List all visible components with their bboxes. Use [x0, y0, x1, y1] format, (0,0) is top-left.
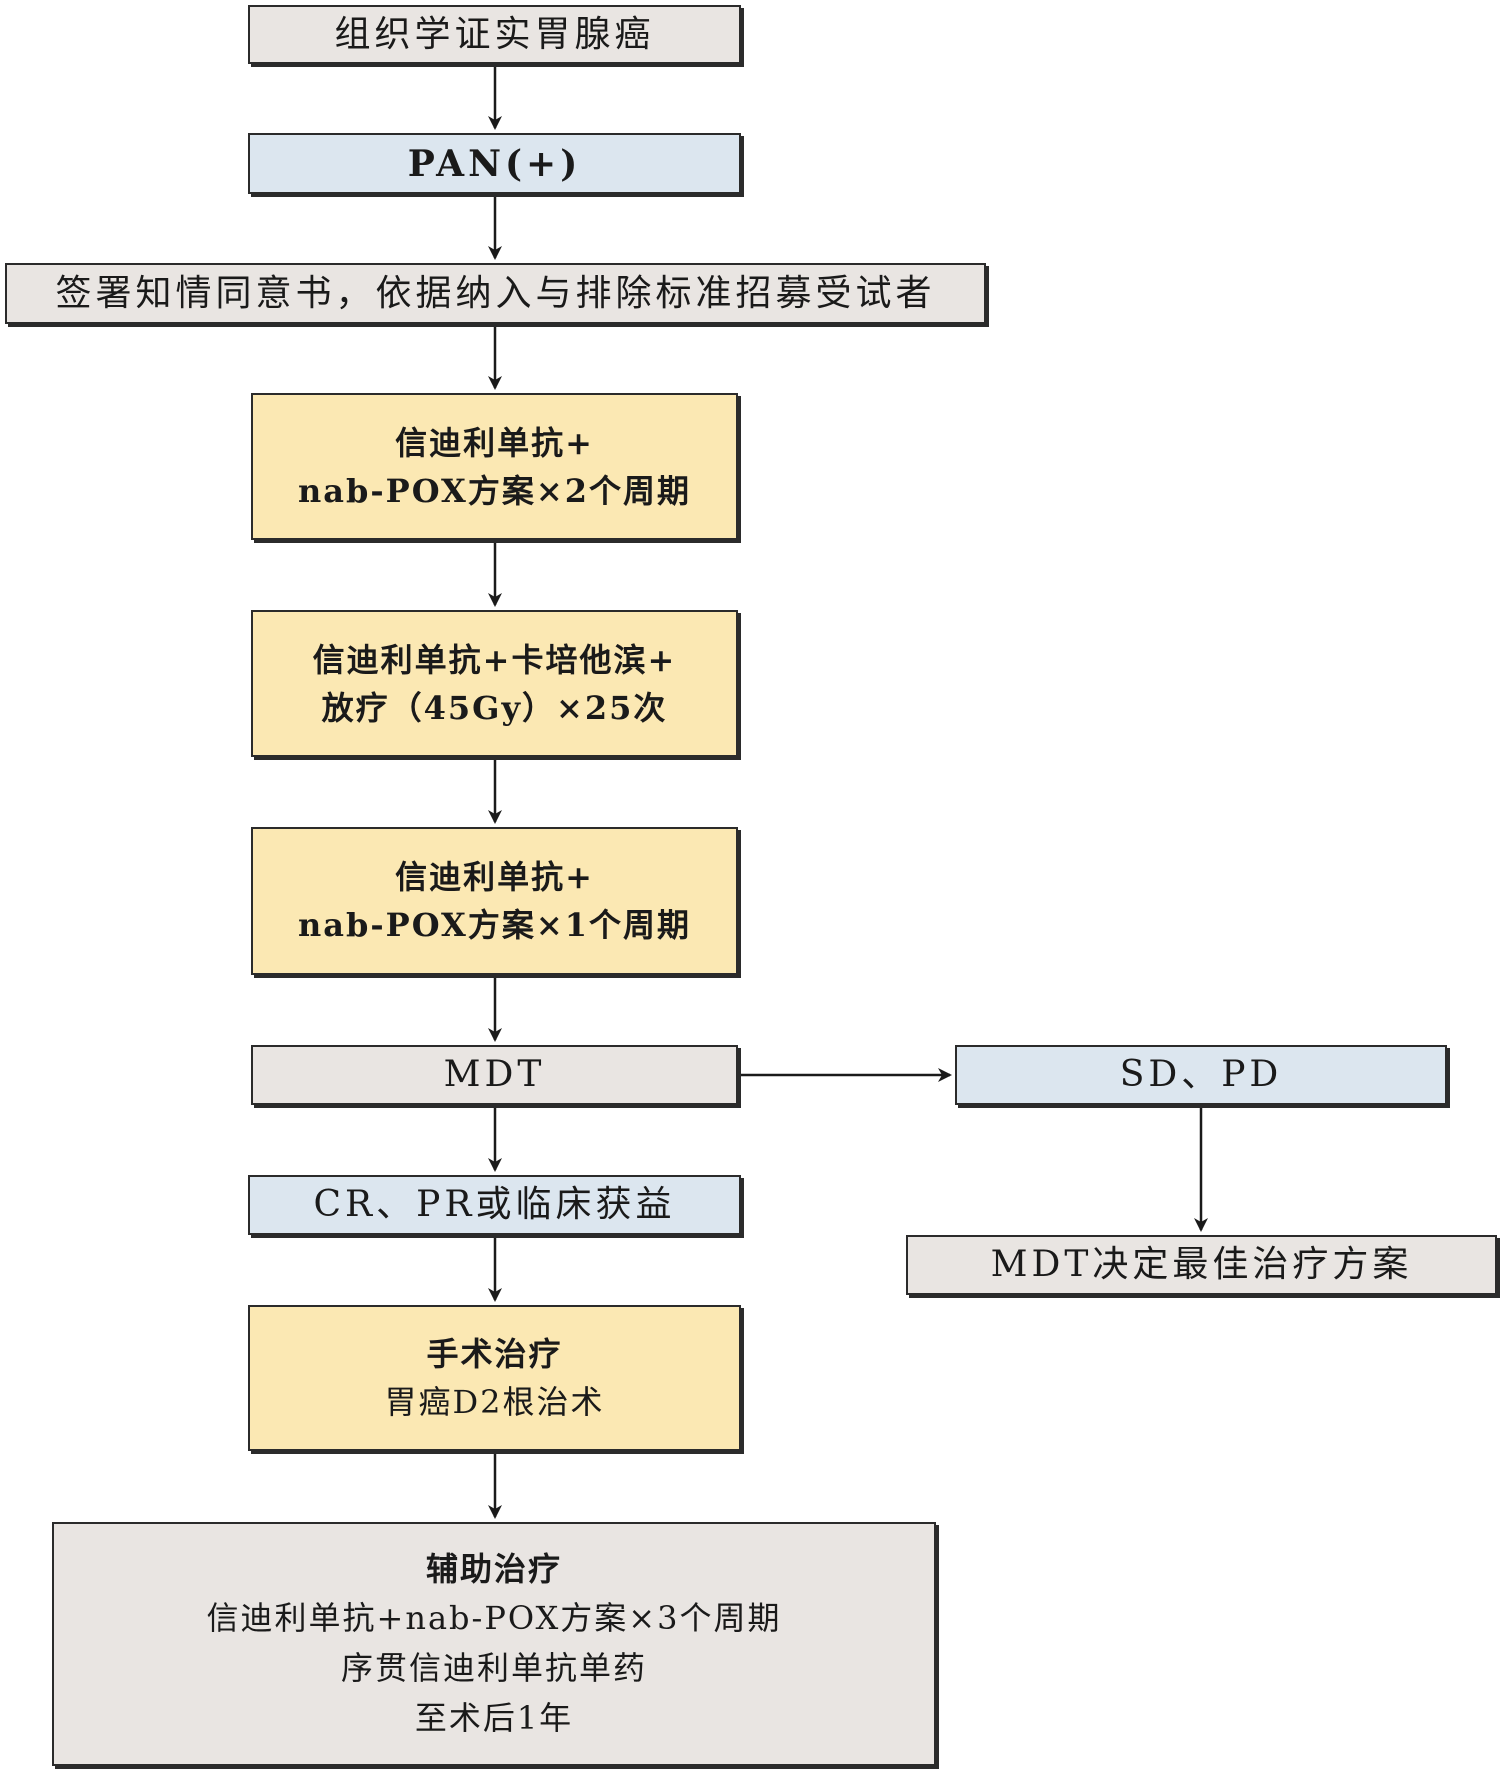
node-pan-positive: PAN(+)	[248, 133, 741, 194]
node-line: CR、PR或临床获益	[313, 1184, 676, 1225]
node-line: 组织学证实胃腺癌	[334, 13, 655, 55]
node-chemoradiotherapy: 信迪利单抗+卡培他滨+ 放疗（45Gy）×25次	[251, 610, 738, 757]
node-histology-confirmed: 组织学证实胃腺癌	[248, 5, 741, 64]
node-line: 信迪利单抗+	[395, 858, 594, 896]
node-line: PAN(+)	[407, 142, 582, 185]
node-mdt-decision: MDT决定最佳治疗方案	[906, 1235, 1497, 1295]
node-line: 信迪利单抗+nab-POX方案×3个周期	[206, 1599, 782, 1638]
node-informed-consent: 签署知情同意书，依据纳入与排除标准招募受试者	[5, 263, 986, 324]
node-line: 至术后1年	[414, 1698, 574, 1737]
node-cr-pr: CR、PR或临床获益	[248, 1175, 741, 1235]
node-line: SD、PD	[1119, 1054, 1283, 1095]
node-neoadjuvant-cycle-2: 信迪利单抗+ nab-POX方案×2个周期	[251, 393, 738, 540]
node-heading: 辅助治疗	[425, 1549, 562, 1588]
node-line: 放疗（45Gy）×25次	[321, 688, 668, 727]
node-heading: 手术治疗	[426, 1335, 563, 1373]
node-line: 签署知情同意书，依据纳入与排除标准招募受试者	[55, 272, 936, 314]
node-line: nab-POX方案×2个周期	[298, 471, 691, 510]
node-line: 信迪利单抗+卡培他滨+	[312, 640, 677, 679]
node-sd-pd: SD、PD	[955, 1045, 1447, 1105]
node-line: 胃癌D2根治术	[384, 1383, 605, 1421]
node-neoadjuvant-cycle-1: 信迪利单抗+ nab-POX方案×1个周期	[251, 827, 738, 975]
node-line: 序贯信迪利单抗单药	[340, 1649, 647, 1687]
node-line: 信迪利单抗+	[395, 423, 594, 462]
node-line: nab-POX方案×1个周期	[298, 906, 691, 944]
node-surgery: 手术治疗 胃癌D2根治术	[248, 1305, 741, 1451]
node-mdt: MDT	[251, 1045, 738, 1105]
node-line: MDT	[443, 1054, 546, 1095]
node-line: MDT决定最佳治疗方案	[990, 1244, 1413, 1285]
node-adjuvant-therapy: 辅助治疗 信迪利单抗+nab-POX方案×3个周期 序贯信迪利单抗单药 至术后1…	[52, 1522, 936, 1766]
